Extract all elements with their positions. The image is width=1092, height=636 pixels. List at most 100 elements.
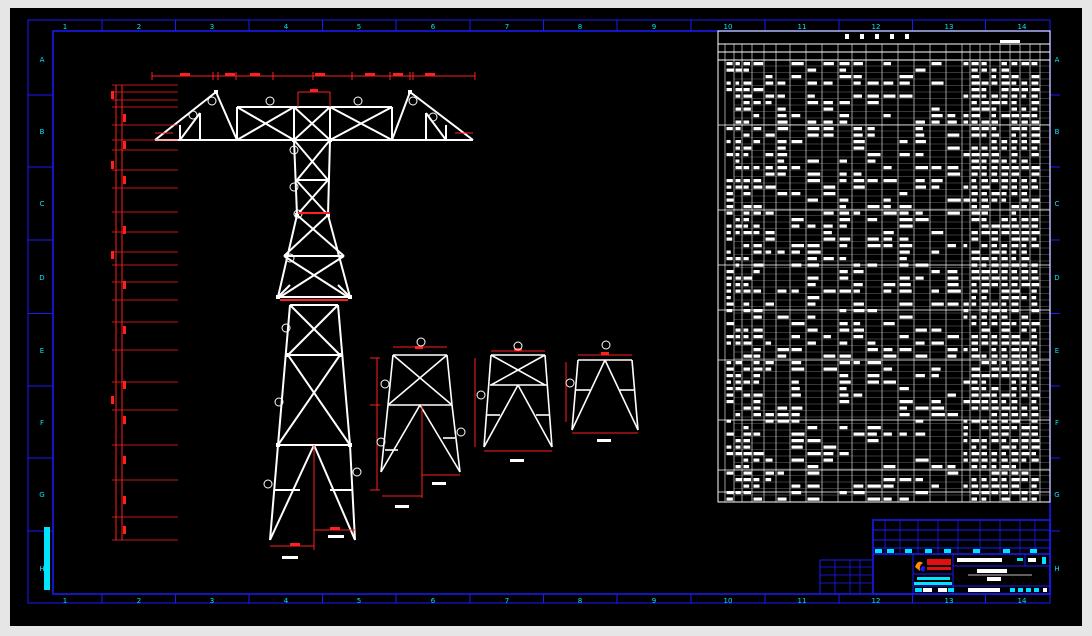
frame-member (571, 359, 579, 431)
table-cell-text (726, 374, 733, 378)
table-cell-text (823, 133, 834, 137)
table-cell-text (931, 367, 941, 371)
table-cell-text (971, 231, 978, 235)
table-cell-text (899, 218, 913, 222)
table-cell-text (1001, 224, 1010, 228)
table-cell-text (1021, 322, 1030, 326)
column-label: 2 (137, 597, 141, 605)
table-cell-text (1011, 166, 1019, 170)
table-cell-text (1011, 224, 1019, 228)
column-label: 3 (210, 597, 214, 605)
table-cell-text (991, 439, 999, 443)
table-cell-text (1021, 114, 1030, 118)
table-cell-text (971, 205, 978, 209)
table-cell-text (765, 237, 775, 241)
table-cell-text (1031, 205, 1039, 209)
table-cell-text (807, 439, 821, 443)
stamp-box (819, 559, 874, 595)
table-cell-text (931, 107, 940, 111)
table-cell-text (726, 231, 731, 235)
table-cell-text (735, 328, 741, 332)
dimension-text (425, 73, 435, 76)
table-cell-text (1011, 413, 1019, 417)
table-cell-text (883, 465, 896, 469)
table-cell-text (915, 341, 925, 345)
table-cell-text (791, 250, 800, 254)
table-cell-text (1031, 179, 1037, 183)
table-cell-text (981, 211, 988, 215)
table-cell-text (791, 263, 802, 267)
table-title-text (875, 34, 879, 39)
table-cell-text (867, 361, 882, 365)
table-cell-text (981, 153, 989, 157)
table-cell-text (899, 348, 912, 352)
table-cell-text (853, 140, 865, 144)
table-cell-text (1021, 387, 1027, 391)
table-cell-text (726, 367, 734, 371)
table-cell-text (1021, 367, 1029, 371)
table-cell-text (981, 263, 987, 267)
table-border (717, 30, 1051, 503)
table-cell-text (1021, 270, 1029, 274)
frame-callout (565, 378, 575, 388)
table-cell-text (899, 432, 907, 436)
table-cell-text (823, 231, 832, 235)
table-cell-text (726, 309, 733, 313)
table-cell-text (1031, 81, 1039, 85)
revision-cell (925, 549, 932, 553)
table-cell-text (1001, 114, 1010, 118)
table-cell-text (947, 276, 959, 280)
table-cell-text (1021, 224, 1029, 228)
table-cell-text (981, 374, 990, 378)
table-cell-text (765, 166, 773, 170)
table-cell-text (807, 81, 817, 85)
table-cell-text (791, 413, 800, 417)
column-label: 1 (63, 597, 67, 605)
table-cell-text (883, 484, 894, 488)
table-cell-text (726, 283, 732, 287)
tower-member (327, 139, 331, 216)
table-cell-text (1011, 114, 1020, 118)
tower-member (329, 106, 393, 141)
table-cell-text (743, 309, 751, 313)
table-cell-text (1021, 491, 1028, 495)
table-cell-text (1001, 185, 1008, 189)
table-cell-text (1011, 133, 1017, 137)
table-cell-text (807, 172, 821, 176)
table-cell-text (726, 198, 734, 202)
table-cell-text (726, 224, 732, 228)
revision-cell (944, 549, 951, 553)
table-cell-text (1001, 439, 1007, 443)
table-cell-text (1021, 62, 1030, 66)
member-callout (274, 397, 284, 407)
table-cell-text (753, 250, 762, 254)
table-cell-text (991, 471, 1000, 475)
table-cell-text (735, 179, 741, 183)
table-cell-text (981, 315, 987, 319)
table-cell-text (777, 419, 790, 423)
table-cell-text (1011, 387, 1017, 391)
table-cell-text (899, 250, 910, 254)
table-cell-text (899, 192, 908, 196)
table-cell-text (991, 484, 1000, 488)
table-cell-text (853, 328, 865, 332)
member-callout (281, 323, 291, 333)
table-cell-text (1011, 88, 1020, 92)
table-cell-text (931, 413, 945, 417)
column-label: 3 (210, 23, 214, 31)
column-label: 4 (284, 23, 289, 31)
joint-node (286, 353, 290, 357)
table-cell-text (883, 179, 897, 183)
member-callout (352, 467, 362, 477)
table-cell-text (743, 471, 752, 475)
table-cell-text (743, 341, 752, 345)
table-cell-text (807, 250, 821, 254)
table-cell-text (971, 263, 978, 267)
table-cell-text (765, 153, 774, 157)
table-cell-text (883, 166, 892, 170)
table-cell-text (823, 107, 834, 111)
table-cell-text (743, 380, 751, 384)
table-cell-text (823, 354, 836, 358)
table-cell-text (807, 120, 817, 124)
